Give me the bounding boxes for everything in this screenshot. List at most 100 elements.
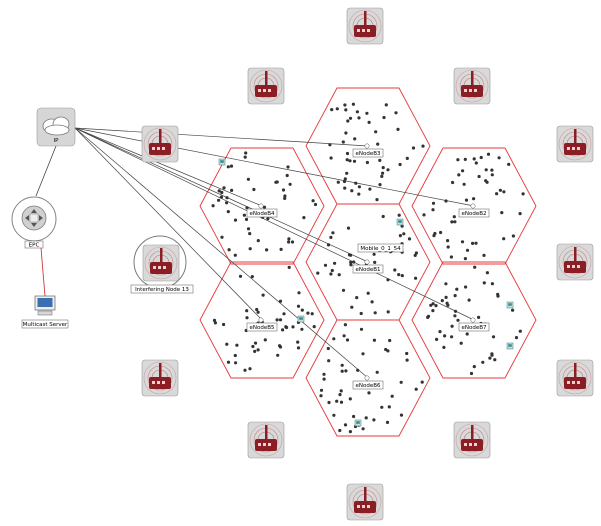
ue-dot — [399, 413, 404, 417]
ue-dot — [323, 263, 328, 267]
ue-dot — [350, 305, 354, 309]
ip-node[interactable]: IP — [36, 107, 76, 147]
ue-dot — [226, 360, 231, 364]
radio-tower-icon[interactable] — [346, 483, 384, 521]
radio-tower-icon[interactable] — [453, 67, 491, 105]
ue-dot — [233, 353, 237, 358]
ue-dot — [353, 137, 357, 141]
ue-dot — [349, 263, 353, 267]
ue-dot — [372, 338, 376, 342]
ue-dot — [464, 285, 468, 289]
radio-tower-icon[interactable] — [556, 125, 594, 163]
ue-dot — [288, 182, 292, 186]
radio-tower-icon[interactable] — [346, 7, 384, 45]
mobile-terminal-icon[interactable] — [354, 419, 362, 427]
ue-dot — [285, 173, 289, 178]
antenna-icon — [364, 143, 370, 149]
enodeb-label-enodeb3[interactable]: eNodeB3 — [352, 143, 384, 158]
mobile-terminal-icon[interactable] — [396, 218, 404, 226]
mobile-0-1-54[interactable]: Mobile_0_1_54 — [357, 243, 404, 253]
ue-dot — [469, 371, 474, 376]
ue-dot — [446, 239, 450, 243]
ue-dot — [495, 192, 499, 196]
ue-dot — [330, 268, 334, 273]
enodeb-label-enodeb7[interactable]: eNodeB7 — [458, 317, 490, 332]
radio-tower-icon[interactable] — [247, 421, 285, 459]
radio-tower-icon[interactable] — [141, 359, 179, 397]
enodeb-label-text: eNodeB4 — [249, 211, 275, 217]
interfering-node-13[interactable]: Interfering Node 13 — [130, 235, 194, 294]
mobile-terminal-icon[interactable] — [297, 315, 305, 323]
ue-dot — [474, 241, 478, 245]
enodeb-label-enodeb1[interactable]: eNodeB1 — [352, 259, 384, 274]
ue-dot — [445, 301, 449, 305]
ue-dot — [400, 224, 404, 228]
ue-dot — [226, 165, 230, 169]
ue-dot — [438, 330, 442, 334]
ue-dot — [339, 400, 344, 404]
radio-tower-icon[interactable] — [453, 421, 491, 459]
ue-dot — [420, 380, 424, 384]
ue-dot — [367, 391, 371, 395]
multicast-server-node[interactable]: Multicast Server — [21, 295, 69, 329]
antenna-icon — [470, 317, 476, 323]
ue-dot — [376, 142, 380, 146]
ue-dot — [456, 158, 460, 162]
ue-dot — [225, 201, 229, 205]
ue-dot — [435, 337, 439, 341]
ip-label: IP — [54, 138, 60, 144]
ue-dot — [329, 235, 333, 239]
epc-node[interactable]: EPC — [11, 196, 57, 249]
enodeb-label-text: eNodeB3 — [355, 151, 381, 157]
ue-dot — [382, 115, 386, 120]
mobile-terminal-icon[interactable] — [506, 301, 514, 309]
ue-dot — [251, 344, 255, 349]
ue-dot — [453, 314, 457, 318]
ue-dot — [222, 322, 226, 327]
ue-dot — [296, 304, 301, 308]
ue-dot — [326, 346, 330, 351]
ue-dot — [244, 217, 249, 221]
ue-dot — [372, 252, 376, 256]
ue-dot — [290, 240, 295, 244]
ue-dot — [375, 370, 379, 374]
ue-dot — [474, 161, 478, 165]
ue-dot — [460, 240, 465, 244]
ue-dot — [338, 393, 342, 397]
radio-tower-icon — [142, 244, 180, 282]
ue-dot — [453, 294, 457, 298]
ue-dot — [212, 318, 217, 322]
ue-dot — [361, 352, 365, 356]
ue-dot — [381, 214, 385, 219]
ue-dot — [244, 151, 248, 155]
radio-tower-icon[interactable] — [556, 359, 594, 397]
mobile-terminal-icon[interactable] — [218, 158, 226, 166]
ue-dot — [507, 162, 511, 166]
ue-dot — [455, 287, 459, 291]
ue-dot — [378, 158, 382, 162]
ue-dot — [461, 169, 465, 173]
ue-dot — [229, 164, 234, 168]
antenna-icon — [258, 203, 264, 209]
hex-cell-enodeb2 — [411, 147, 537, 265]
ue-dot — [518, 329, 522, 333]
ue-dot — [414, 251, 418, 255]
enodeb-label-enodeb5[interactable]: eNodeB5 — [246, 317, 278, 332]
ue-dot — [464, 198, 469, 202]
ue-dot — [233, 218, 238, 222]
ue-dot — [344, 369, 348, 373]
ue-dot — [439, 230, 443, 235]
enodeb-label-enodeb4[interactable]: eNodeB4 — [246, 203, 278, 218]
ue-dot — [386, 310, 390, 314]
radio-tower-icon[interactable] — [247, 67, 285, 105]
radio-tower-icon[interactable] — [141, 125, 179, 163]
ue-dot — [283, 196, 287, 200]
ue-dot — [443, 334, 447, 338]
enodeb-label-enodeb6[interactable]: eNodeB6 — [352, 375, 384, 390]
ue-dot — [482, 253, 486, 257]
ue-dot — [336, 180, 340, 184]
ue-dot — [431, 309, 435, 313]
radio-tower-icon[interactable] — [556, 243, 594, 281]
mobile-terminal-icon[interactable] — [506, 342, 514, 350]
enodeb-label-enodeb2[interactable]: eNodeB2 — [458, 203, 490, 218]
